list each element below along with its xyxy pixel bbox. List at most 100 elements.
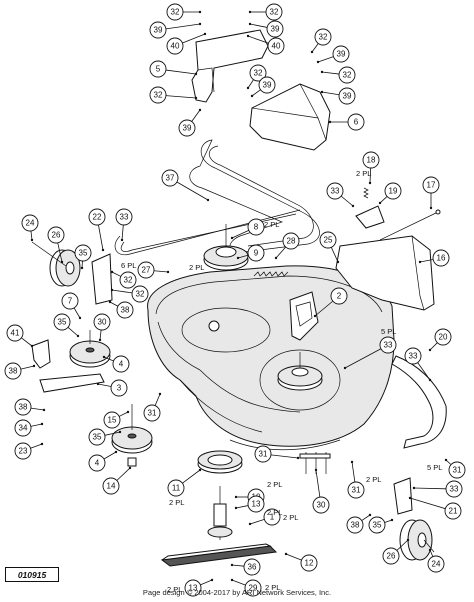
callout-circle [88, 428, 106, 446]
leader-line [311, 43, 319, 53]
callout-31: 31 [254, 445, 300, 463]
leader-endpoint [198, 468, 202, 472]
callout-circle [149, 60, 167, 78]
callout-circle [115, 208, 133, 226]
leader-line [384, 519, 393, 523]
leader-line [165, 95, 197, 99]
callout-number: 38 [351, 521, 360, 530]
bracket-left-41 [31, 339, 51, 369]
callout-17: 17 [422, 176, 440, 210]
leader-line [429, 549, 434, 557]
idler-arm [39, 373, 105, 393]
callout-32: 32 [246, 64, 267, 90]
leader-line [314, 300, 334, 317]
callout-13: 13 [234, 495, 265, 513]
leader-line [103, 356, 114, 362]
callout-number: 30 [98, 318, 107, 327]
leader-line [111, 271, 122, 277]
callout-38: 38 [346, 513, 372, 534]
callout-number: 33 [331, 187, 340, 196]
leader-endpoint [206, 198, 210, 202]
callout-number: 39 [343, 92, 352, 101]
callout-22: 22 [88, 208, 106, 252]
leader-line [182, 469, 201, 484]
callout-circle [312, 496, 330, 514]
callout-33: 33 [412, 480, 463, 498]
leader-line [235, 505, 249, 509]
leader-line [30, 230, 33, 241]
callout-circle [368, 516, 386, 534]
callout-39: 39 [248, 20, 284, 38]
callout-number: 22 [93, 213, 102, 222]
leader-endpoint [210, 578, 214, 582]
leader-endpoint [274, 256, 278, 260]
callout-32: 32 [248, 3, 283, 21]
leader-line [116, 467, 131, 481]
adjustment-rod [379, 209, 441, 241]
callout-number: 27 [142, 266, 151, 275]
leader-endpoint [406, 538, 410, 542]
callout-circle [102, 477, 120, 495]
callout-number: 39 [154, 26, 163, 35]
callout-number: 41 [11, 329, 20, 338]
callout-number: 13 [189, 584, 198, 593]
leader-line [396, 539, 409, 551]
leader-line [417, 362, 431, 381]
callout-circle [247, 218, 265, 236]
callout-circle [258, 76, 276, 94]
callout-number: 21 [449, 507, 458, 516]
callout-number: 16 [437, 254, 446, 263]
leader-line [165, 69, 197, 75]
callout-36: 36 [230, 558, 261, 576]
callout-38: 38 [14, 398, 46, 416]
callout-number: 3 [117, 384, 122, 393]
bracket-19 [355, 187, 385, 229]
callout-37: 37 [161, 169, 210, 202]
callout-circle [149, 21, 167, 39]
callout-number: 35 [373, 521, 382, 530]
callout-24: 24 [427, 548, 445, 573]
callout-number: 26 [387, 552, 396, 561]
leader-line [30, 423, 43, 427]
callout-number: 35 [79, 249, 88, 258]
baffle-right [391, 355, 447, 449]
callout-39: 39 [149, 21, 202, 39]
leader-endpoint [126, 410, 130, 414]
leader-endpoint [320, 90, 324, 94]
callout-circle [444, 502, 462, 520]
callout-26: 26 [47, 226, 65, 264]
leader-endpoint [284, 552, 288, 556]
leader-line [317, 56, 334, 63]
leader-endpoint [158, 392, 162, 396]
leader-endpoint [198, 108, 202, 112]
leader-line [247, 35, 269, 44]
callout-31: 31 [444, 458, 466, 479]
quantity-note: 2 PL [356, 169, 371, 178]
leader-endpoint [390, 518, 394, 522]
callout-circle [166, 3, 184, 21]
callout-number: 33 [120, 213, 129, 222]
callout-4: 4 [102, 355, 130, 373]
leader-endpoint [248, 22, 252, 26]
leader-endpoint [248, 10, 252, 14]
leader-endpoint [234, 495, 238, 499]
belt-cover-right [249, 83, 331, 151]
callout-circle [434, 328, 452, 346]
callout-16: 16 [418, 249, 450, 267]
callout-number: 11 [172, 484, 181, 493]
leader-line [231, 229, 249, 239]
callout-34: 34 [14, 419, 44, 437]
callout-circle [265, 3, 283, 21]
callout-39: 39 [316, 45, 350, 64]
callout-circle [379, 336, 397, 354]
leader-line [249, 519, 265, 525]
callout-number: 18 [367, 156, 376, 165]
callout-circle [244, 579, 262, 597]
callout-number: 39 [337, 50, 346, 59]
callout-33: 33 [326, 182, 355, 208]
leader-line [351, 461, 356, 483]
callout-circle [166, 37, 184, 55]
bearing-housing [197, 450, 243, 474]
callout-35: 35 [368, 516, 394, 534]
